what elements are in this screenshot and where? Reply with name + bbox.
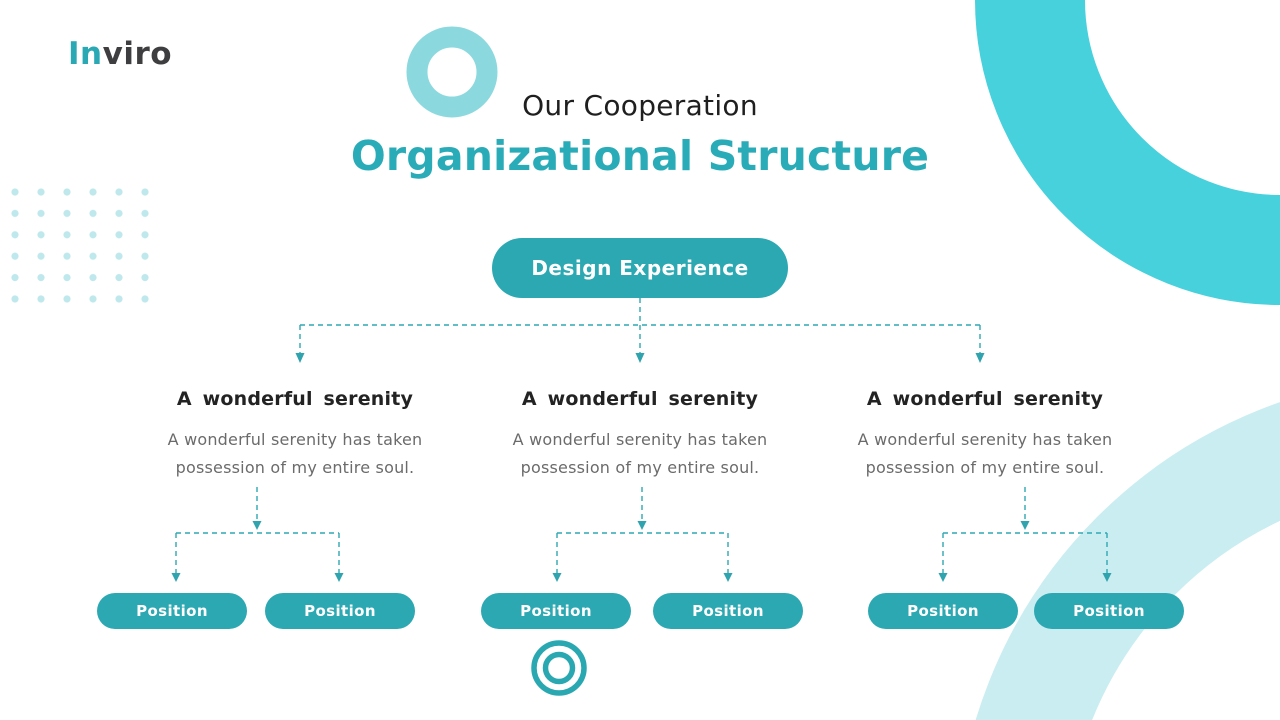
logo: Inviro bbox=[68, 36, 172, 72]
position-node-1a[interactable]: Position bbox=[97, 593, 247, 629]
branch-column-3: A wonderful serenity A wonderful serenit… bbox=[825, 388, 1145, 482]
dots-grid-decoration-icon bbox=[2, 181, 159, 308]
branch-description: A wonderful serenity has taken possessio… bbox=[857, 430, 1113, 477]
branch-description: A wonderful serenity has taken possessio… bbox=[167, 430, 423, 477]
slide-subtitle: Our Cooperation bbox=[522, 89, 758, 122]
position-node-3b[interactable]: Position bbox=[1034, 593, 1184, 629]
branch-column-1: A wonderful serenity A wonderful serenit… bbox=[135, 388, 455, 482]
concentric-circles-icon bbox=[531, 640, 587, 696]
corner-ring-top-right-icon bbox=[975, 0, 1280, 305]
branch-heading: A wonderful serenity bbox=[521, 388, 759, 410]
branch-description: A wonderful serenity has taken possessio… bbox=[512, 430, 768, 477]
logo-text-dark: vir bbox=[102, 36, 151, 72]
logo-text-accent: In bbox=[68, 36, 103, 72]
logo-o-glyph: o bbox=[150, 36, 173, 72]
position-node-2a[interactable]: Position bbox=[481, 593, 631, 629]
branch-column-2: A wonderful serenity A wonderful serenit… bbox=[480, 388, 800, 482]
position-node-2b[interactable]: Position bbox=[653, 593, 803, 629]
title-ring-icon bbox=[406, 26, 498, 118]
branch-heading: A wonderful serenity bbox=[176, 388, 414, 410]
branch-heading: A wonderful serenity bbox=[866, 388, 1104, 410]
slide-title: Organizational Structure bbox=[350, 132, 930, 180]
position-node-1b[interactable]: Position bbox=[265, 593, 415, 629]
position-node-3a[interactable]: Position bbox=[868, 593, 1018, 629]
root-node-design-experience[interactable]: Design Experience bbox=[492, 238, 788, 298]
